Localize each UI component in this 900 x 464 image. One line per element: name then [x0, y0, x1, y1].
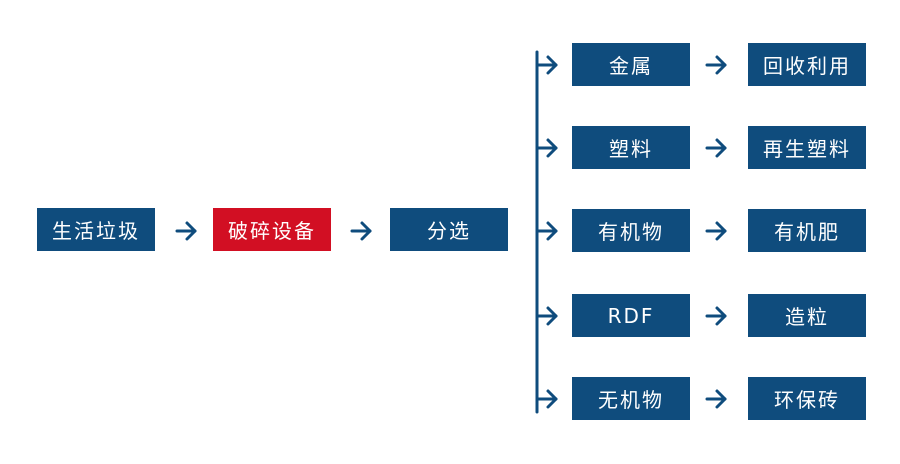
branch-material-metal: 金属: [572, 43, 690, 86]
branch-product-recycled-plastic: 再生塑料: [748, 126, 866, 169]
arrow-bus-to-organic: [535, 221, 558, 241]
arrow-bus-to-metal: [535, 55, 558, 75]
arrow-plastic-to-recycled-plastic: [705, 138, 727, 158]
branch-product-organic-fertilizer: 有机肥: [748, 209, 866, 252]
sorting-box: 分选: [390, 208, 508, 251]
arrow-bus-to-rdf: [535, 306, 558, 326]
arrow-metal-to-recycle: [705, 55, 727, 75]
arrow-rdf-to-pellets: [705, 306, 727, 326]
arrow-bus-to-inorganic: [535, 389, 558, 409]
branch-product-pellets: 造粒: [748, 294, 866, 337]
branch-material-inorganic: 无机物: [572, 377, 690, 420]
branch-product-eco-bricks: 环保砖: [748, 377, 866, 420]
source-box: 生活垃圾: [37, 208, 155, 251]
crusher-box: 破碎设备: [213, 208, 331, 251]
branch-material-organic: 有机物: [572, 209, 690, 252]
branch-product-recycle: 回收利用: [748, 43, 866, 86]
arrow-bus-to-plastic: [535, 138, 558, 158]
arrow-inorganic-to-bricks: [705, 389, 727, 409]
arrow-organic-to-fertilizer: [705, 221, 727, 241]
arrow-source-to-crusher: [175, 221, 197, 241]
branch-material-rdf: RDF: [572, 294, 690, 337]
branch-material-plastic: 塑料: [572, 126, 690, 169]
arrow-crusher-to-sorting: [350, 221, 372, 241]
